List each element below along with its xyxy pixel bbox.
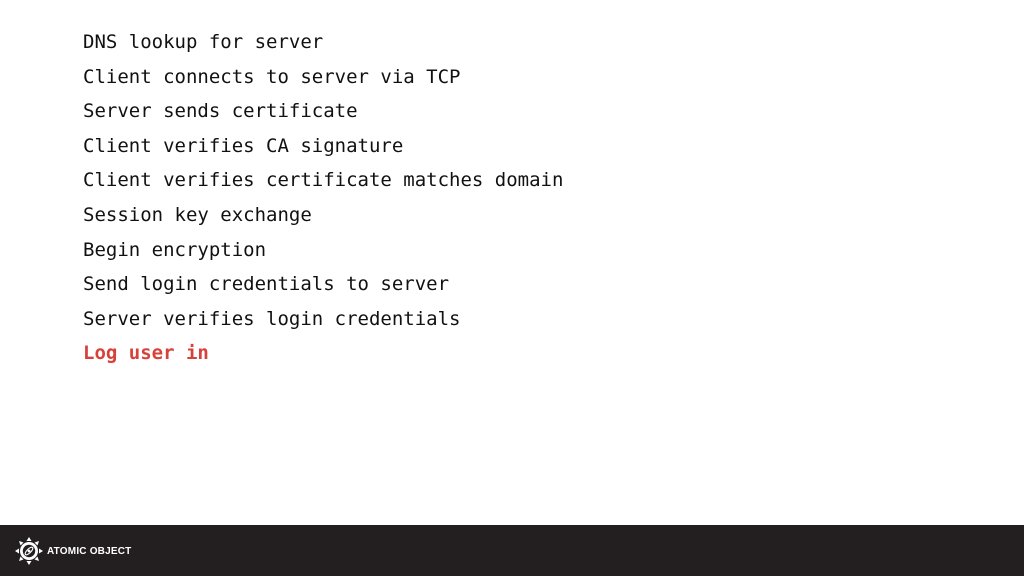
step-item: Server verifies login credentials <box>83 307 461 330</box>
footer-bar: ATOMIC OBJECT <box>0 525 1024 576</box>
brand-logo: ATOMIC OBJECT <box>14 536 131 566</box>
brand-name: ATOMIC OBJECT <box>47 545 132 557</box>
atom-gear-icon <box>15 537 43 565</box>
step-item: DNS lookup for server <box>83 31 324 53</box>
step-item: Client verifies certificate matches doma… <box>83 169 564 192</box>
step-item: Server sends certificate <box>83 100 358 123</box>
step-item: Client connects to server via TCP <box>83 65 461 88</box>
step-item: Session key exchange <box>83 203 312 226</box>
step-item: Begin encryption <box>83 238 267 261</box>
step-item: Client verifies CA signature <box>83 134 404 157</box>
step-item: Send login credentials to server <box>83 273 450 296</box>
step-list: DNS lookup for server Client connects to… <box>83 25 563 371</box>
step-item-highlighted: Log user in <box>83 342 209 365</box>
